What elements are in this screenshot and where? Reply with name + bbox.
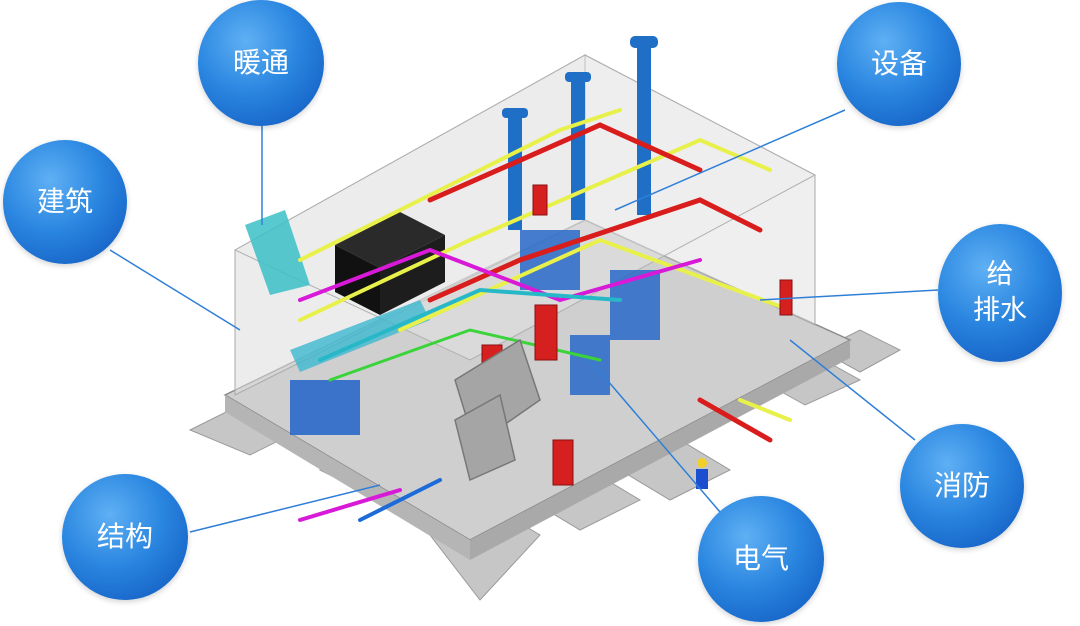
slab-edge-right <box>470 340 850 560</box>
label-structure: 结构 <box>62 474 188 600</box>
slab-edge-left <box>225 395 470 560</box>
label-architecture: 建筑 <box>3 140 127 264</box>
label-hvac: 暖通 <box>198 0 324 126</box>
chimney-stacks <box>502 36 658 230</box>
person-figure <box>696 458 708 489</box>
label-plumbing: 给 排水 <box>938 224 1062 362</box>
hvac-duct <box>245 210 430 372</box>
pipe-network <box>298 108 792 522</box>
leader-lines <box>109 109 939 533</box>
label-electrical: 电气 <box>698 496 824 622</box>
label-equipment: 设备 <box>837 2 961 126</box>
label-fire-protection: 消防 <box>900 424 1024 548</box>
staircase <box>454 338 541 482</box>
